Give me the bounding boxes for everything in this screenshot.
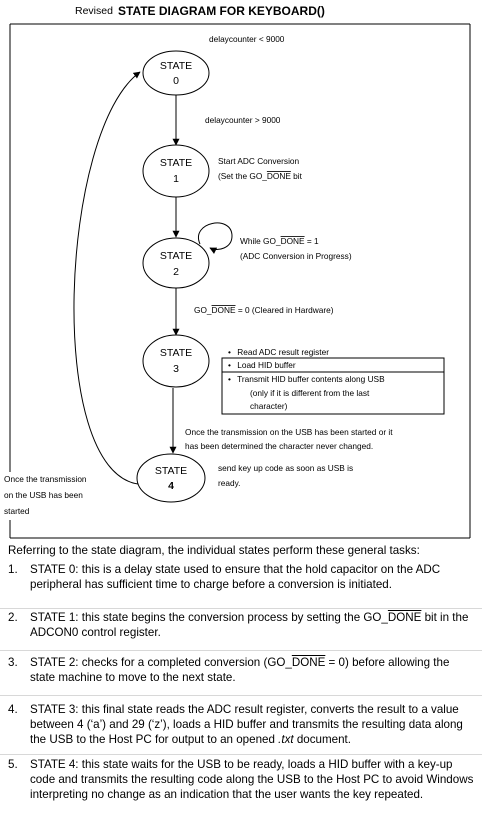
state-2-number: 2 (173, 266, 179, 278)
state-0-node (142, 50, 210, 96)
s3-bullet-3: • Transmit HID buffer contents along USB (228, 374, 385, 384)
separator (0, 754, 482, 755)
state-4-label: STATE (155, 465, 187, 477)
task-number: 5. (8, 758, 18, 771)
s1-note-line1: Start ADC Conversion (218, 156, 300, 166)
s4-back-line3: started (4, 506, 30, 516)
task-text: STATE 4: this state waits for the USB to… (30, 758, 474, 801)
state-2-label: STATE (160, 250, 192, 262)
s3-notes-box (221, 357, 445, 415)
state-3-label: STATE (160, 347, 192, 359)
task-number: 3. (8, 656, 18, 669)
s3-bullet-2: • Load HID buffer (228, 360, 296, 370)
s3-sub-line1: (only if it is different from the last (250, 388, 370, 398)
state-2-node (142, 237, 210, 289)
task-number: 1. (8, 563, 18, 576)
s4-back-line1: Once the transmission (4, 474, 87, 484)
s4-back-line2: on the USB has been (4, 490, 83, 500)
s2-while-note: While GO_DONE = 1 (240, 236, 319, 246)
tasks-intro: Referring to the state diagram, the indi… (8, 544, 420, 557)
state-3-node (142, 334, 210, 388)
header-prefix: Revised (75, 5, 113, 17)
self-loop-s2 (197, 222, 233, 254)
separator (0, 695, 482, 696)
state-1-label: STATE (160, 157, 192, 169)
task-number: 4. (8, 703, 18, 716)
delay-lt-label: delaycounter < 9000 (209, 34, 285, 44)
state-diagram: Revised STATE DIAGRAM FOR KEYBOARD() STA… (4, 4, 471, 539)
s3-sub-line2: character) (250, 401, 288, 411)
task-text: STATE 3: this final state reads the ADC … (30, 703, 463, 746)
delay-gt-label: delaycounter > 9000 (205, 115, 281, 125)
separator (0, 650, 482, 651)
state-4-number: 4 (168, 480, 174, 492)
state-1-node (142, 144, 210, 198)
s2-progress-note: (ADC Conversion in Progress) (240, 251, 352, 261)
state-4-node (136, 453, 206, 503)
arrow-s4-s0 (73, 71, 141, 485)
task-number: 2. (8, 611, 18, 624)
separator (0, 608, 482, 609)
task-text: STATE 2: checks for a completed conversi… (30, 656, 450, 684)
s1-note-line2: (Set the GO_DONE bit (218, 171, 303, 181)
task-text: STATE 0: this is a delay state used to e… (30, 563, 441, 591)
state-0-number: 0 (173, 75, 179, 87)
s4-send-line1: send key up code as soon as USB is (218, 463, 353, 473)
s2-to-s3-label: GO_DONE = 0 (Cleared in Hardware) (194, 305, 334, 315)
state-0-label: STATE (160, 60, 192, 72)
state-1-number: 1 (173, 173, 179, 185)
s3-to-s4-line1: Once the transmission on the USB has bee… (185, 427, 393, 437)
state-3-number: 3 (173, 363, 179, 375)
s3-to-s4-line2: has been determined the character never … (185, 441, 373, 451)
s4-send-line2: ready. (218, 478, 240, 488)
s3-bullet-1: • Read ADC result register (228, 347, 329, 357)
diagram-title: STATE DIAGRAM FOR KEYBOARD() (118, 4, 325, 18)
task-text: STATE 1: this state begins the conversio… (30, 611, 469, 639)
